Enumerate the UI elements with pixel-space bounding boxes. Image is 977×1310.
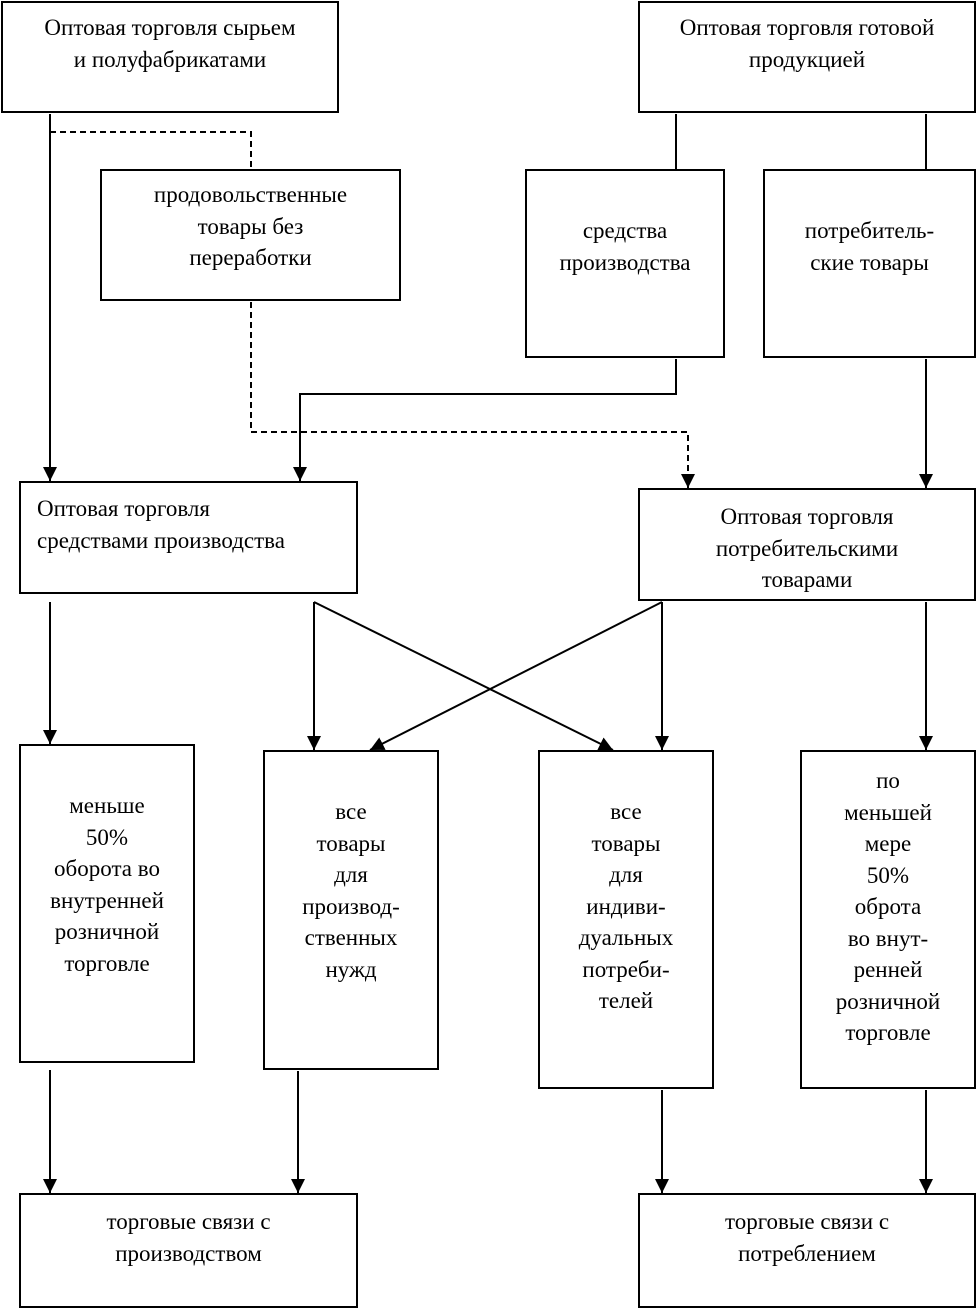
- connector-means-of-production-wholesale-to-individual-consumers: [313, 601, 614, 751]
- at-least-50-percent-box: по меньшей мере 50% оброта во внут- ренн…: [800, 750, 976, 1089]
- consumer-goods-label: потребитель- ские товары: [804, 218, 935, 275]
- means-of-production-box: средства производства: [525, 169, 725, 358]
- individual-consumers-box: все товары для индиви- дуальных потреби-…: [538, 750, 714, 1089]
- production-links-box: торговые связи с производством: [19, 1193, 358, 1308]
- finished-goods-wholesale-box: Оптовая торговля готовой продукцией: [638, 1, 976, 113]
- means-of-production-label: средства производства: [559, 218, 691, 275]
- raw-materials-wholesale-label: Оптовая торговля сырьем и полуфабрикатам…: [44, 15, 296, 72]
- industrial-needs-label: все товары для производ- ственных нужд: [302, 799, 400, 982]
- less-than-50-percent-box: меньше 50% оборота во внутренней розничн…: [19, 744, 195, 1063]
- industrial-needs-box: все товары для производ- ственных нужд: [263, 750, 439, 1070]
- means-of-production-wholesale-box: Оптовая торговля средствами производства: [19, 481, 358, 594]
- individual-consumers-label: все товары для индиви- дуальных потреби-…: [578, 799, 674, 1013]
- less-than-50-percent-label: меньше 50% оборота во внутренней розничн…: [50, 793, 164, 976]
- means-of-production-wholesale-label: Оптовая торговля средствами производства: [37, 496, 285, 553]
- unprocessed-food-label: продовольственные товары без переработки: [153, 182, 348, 270]
- consumer-goods-box: потребитель- ские товары: [763, 169, 976, 358]
- finished-goods-wholesale-label: Оптовая торговля готовой продукцией: [679, 15, 935, 72]
- connector-unprocessed-food-to-consumer-goods-wholesale: [250, 302, 695, 488]
- consumption-links-box: торговые связи с потреблением: [638, 1193, 976, 1308]
- unprocessed-food-box: продовольственные товары без переработки: [100, 169, 401, 301]
- consumer-goods-wholesale-box: Оптовая торговля потребительскими товара…: [638, 488, 976, 601]
- production-links-label: торговые связи с производством: [106, 1209, 271, 1266]
- connector-means-of-production-to-means-of-production-wholesale: [293, 359, 677, 481]
- consumer-goods-wholesale-label: Оптовая торговля потребительскими товара…: [715, 504, 899, 592]
- raw-materials-wholesale-box: Оптовая торговля сырьем и полуфабрикатам…: [1, 1, 339, 113]
- connector-raw-materials-wholesale-to-unprocessed-food: [50, 131, 252, 169]
- connector-consumer-goods-wholesale-to-industrial-needs: [369, 601, 663, 751]
- at-least-50-percent-label: по меньшей мере 50% оброта во внут- ренн…: [835, 768, 941, 1045]
- consumption-links-label: торговые связи с потреблением: [724, 1209, 890, 1266]
